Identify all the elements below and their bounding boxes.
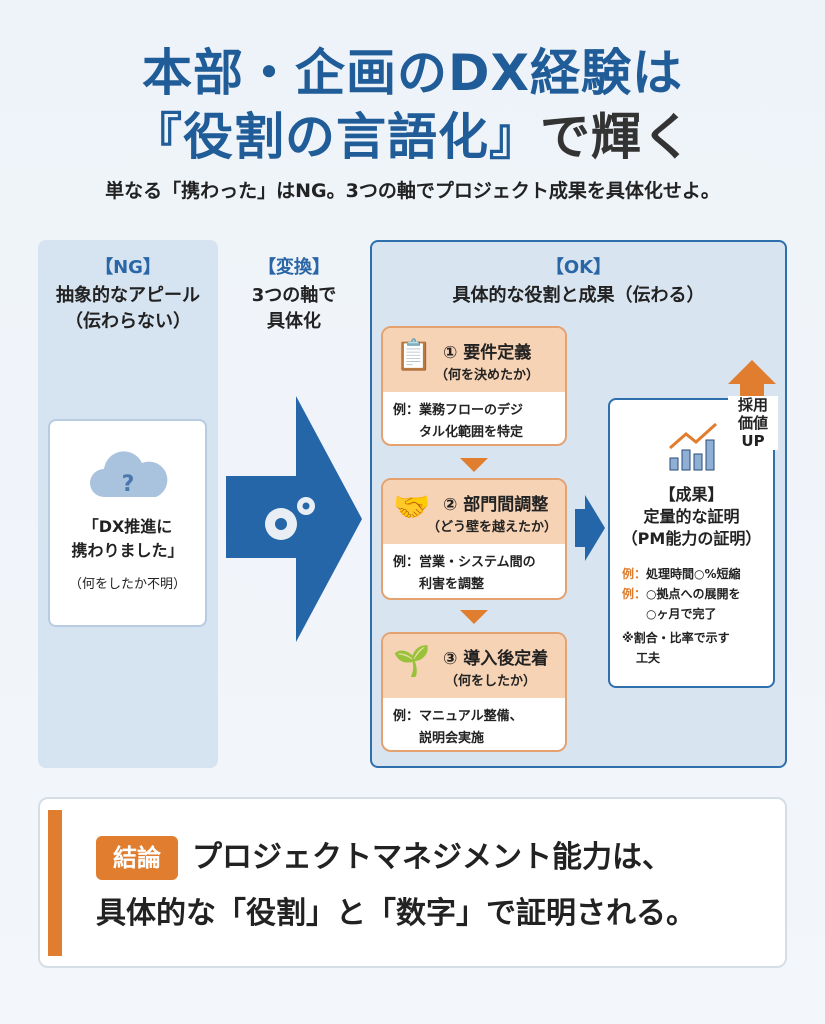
step-example: 例：マニュアル整備、 [393,709,523,724]
ng-quote1: 「DX推進に [82,517,173,536]
conclusion-accent-bar [48,810,62,956]
result-card: 【成果】定量的な証明（PM能力の証明） 例：処理時間○%短縮 例：○拠点への展開… [608,398,775,688]
ng-line2: （伝わらない） [65,311,191,332]
result-line2: （PM能力の証明） [621,529,762,548]
badge-text: 価値 [737,414,768,432]
title-highlight: 『役割の言語化』 [132,108,540,166]
ng-line1: 抽象的なアピール [56,285,200,306]
growth-chart-icon [669,422,718,471]
plant-hand-icon: 🌱 [393,644,431,679]
step-requirements: 📋 ① 要件定義 （何を決めたか） 例：業務フローのデジ タル化範囲を特定 [381,326,567,446]
handshake-icon: 🤝 [393,490,431,525]
conclusion-tag: 結論 [96,836,178,880]
ok-heading: 具体的な役割と成果（伝わる） [452,285,705,306]
gears-icon [265,497,315,540]
step-adoption: 🌱 ③ 導入後定着 （何をしたか） 例：マニュアル整備、 説明会実施 [381,632,567,752]
convert-tag: 【変換】 [258,257,330,278]
conclusion-line2: 具体的な「役割」と「数字」で証明される。 [96,896,696,931]
ng-tag: 【NG】 [95,257,161,278]
transform-arrow [226,396,362,642]
right-arrow [575,495,605,561]
step-coordination: 🤝 ② 部門間調整 （どう壁を越えたか） 例：営業・システム間の 利害を調整 [381,478,567,600]
step-example: 説明会実施 [393,731,485,746]
ng-note: （何をしたか不明） [68,577,186,592]
ng-card: ? 「DX推進に携わりました」 （何をしたか不明） [48,419,207,627]
result-note: ※割合・比率で示す [622,631,730,645]
example-label: 例： [622,587,647,601]
step-sub: （どう壁を越えたか） [427,520,558,535]
ng-quote2: 携わりました」 [71,541,184,560]
result-example: 処理時間○%短縮 [646,567,741,581]
result-line1: 定量的な証明 [643,507,740,526]
result-note: 工夫 [636,651,661,665]
badge-text: 採用 [737,396,768,414]
convert-line2: 具体化 [267,311,321,332]
clipboard-check-icon: 📋 [395,338,433,373]
step-title: ③ 導入後定着 [443,649,549,669]
step-sub: （何をしたか） [445,674,537,689]
title-rest: で輝く [540,108,693,166]
badge-text: UP [741,432,765,450]
down-arrow [460,458,488,472]
example-label: 例： [622,567,647,581]
result-tag: 【成果】 [659,485,724,504]
up-arrow-icon [728,360,776,400]
conclusion-line1: プロジェクトマネジメント能力は、 [192,840,672,875]
step-sub: （何を決めたか） [435,368,540,383]
convert-line1: 3つの軸で [251,285,337,306]
result-example: ○ヶ月で完了 [646,607,717,621]
step-title: ① 要件定義 [443,343,532,363]
step-title: ② 部門間調整 [443,495,549,515]
svg-text:?: ? [122,472,135,497]
step-example: 例：営業・システム間の [393,555,536,570]
step-example: 例：業務フローのデジ [393,403,524,418]
result-example: ○拠点への展開を [646,587,741,601]
conclusion-box [38,797,787,968]
title-line1: 本部・企画のDX経験は [141,44,684,102]
question-cloud-icon: ? [90,451,168,497]
title-line2: 『役割の言語化』で輝く [0,106,825,168]
subtitle: 単なる「携わった」はNG。3つの軸でプロジェクト成果を具体化せよ。 [105,180,720,202]
step-example: 利害を調整 [393,577,485,592]
ok-tag: 【OK】 [545,257,612,278]
down-arrow [460,610,488,624]
step-example: タル化範囲を特定 [393,425,524,440]
